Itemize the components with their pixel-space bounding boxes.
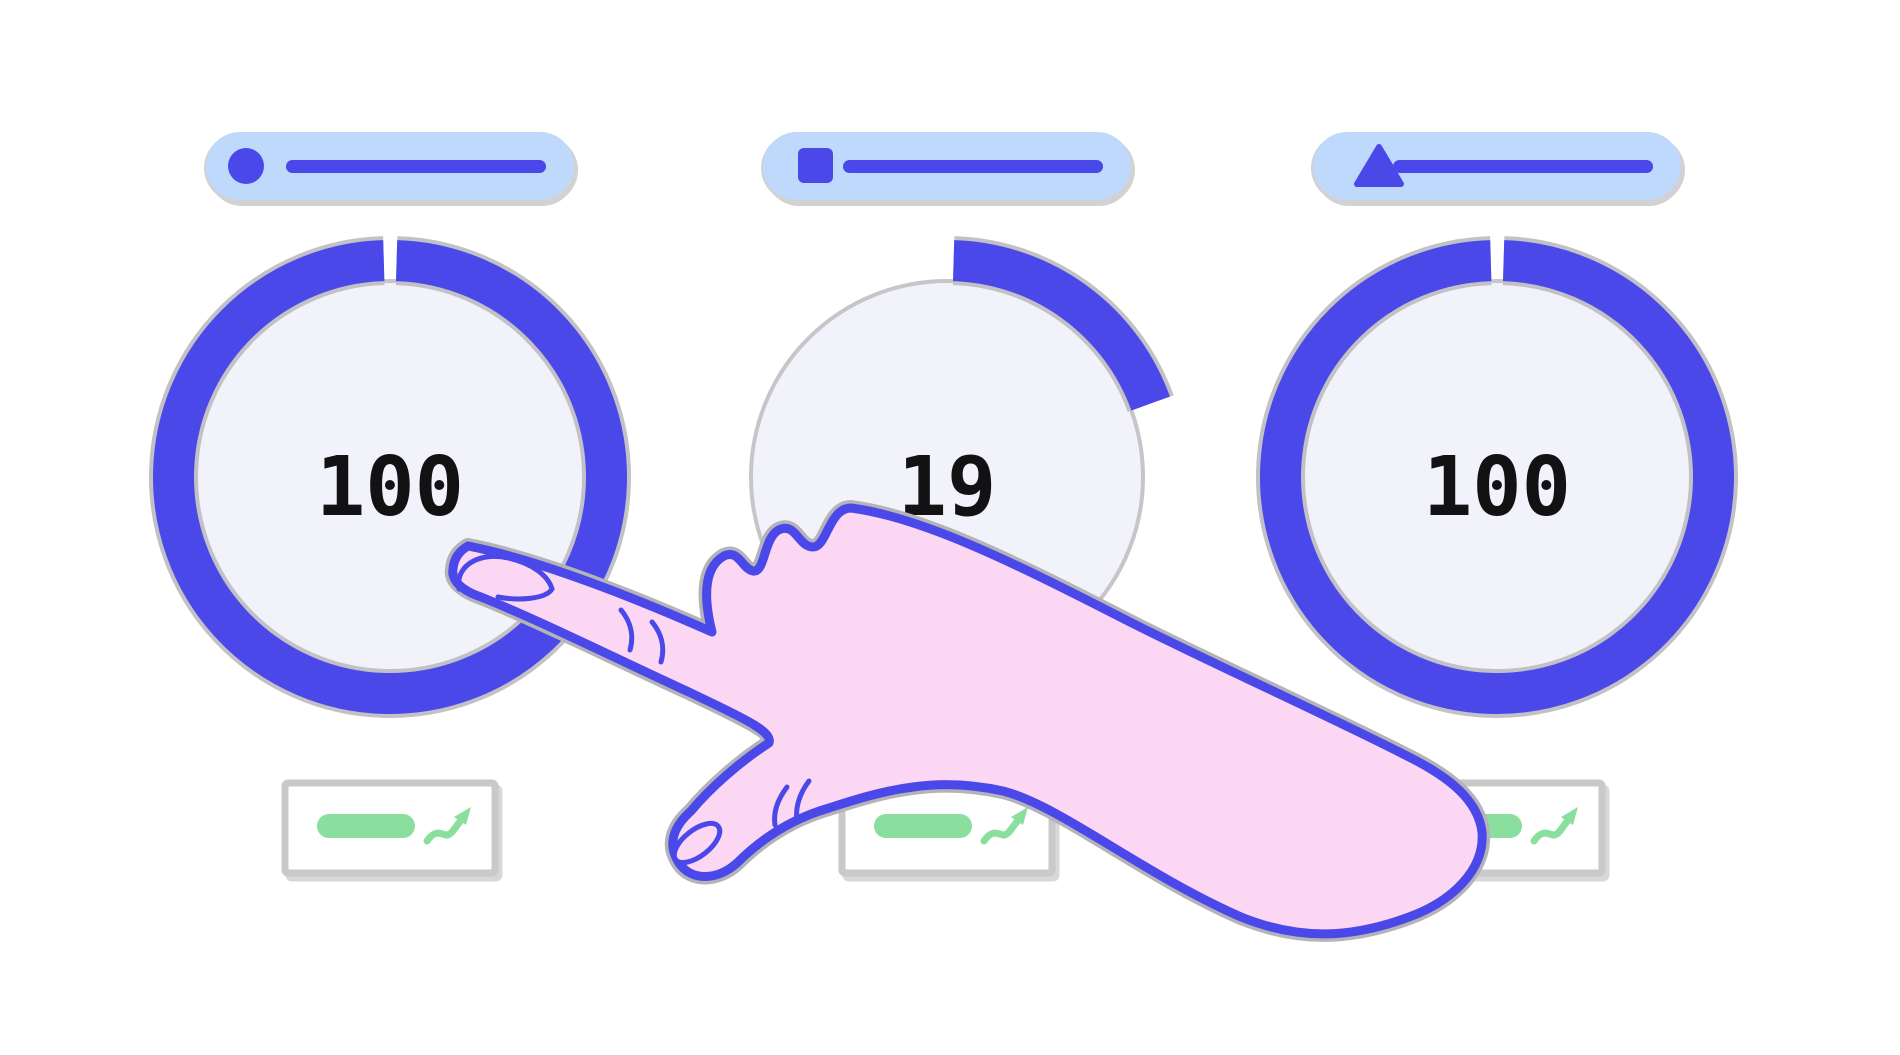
metric-bar: [317, 814, 415, 838]
legend-pill: [763, 132, 1131, 200]
pointing-hand: [444, 500, 1491, 942]
trend-up-icon: [980, 807, 1028, 845]
circle-icon: [228, 148, 264, 184]
square-icon: [798, 148, 833, 183]
thumb-crease: [794, 778, 812, 823]
triangle-icon: [1354, 144, 1404, 187]
gauge-ring: [153, 239, 627, 714]
metric-card: [281, 779, 499, 877]
thumbnail: [671, 820, 723, 866]
legend-line: [843, 160, 1103, 173]
gauge-value: 100: [316, 440, 464, 535]
gauge-value: 100: [1423, 440, 1571, 535]
legend-line: [1393, 160, 1653, 173]
legend-pill: [1313, 132, 1681, 200]
finger-crease: [649, 619, 666, 665]
finger-crease: [618, 607, 635, 653]
trend-up-icon: [423, 807, 471, 845]
trend-up-icon: [1530, 807, 1578, 845]
gauge: 100: [1256, 236, 1738, 718]
metric-bar: [874, 814, 972, 838]
thumb-crease: [772, 784, 790, 828]
legend-pill: [206, 132, 574, 200]
legend-line: [286, 160, 546, 173]
metric-card: [838, 779, 1056, 877]
fingernail: [456, 553, 555, 602]
